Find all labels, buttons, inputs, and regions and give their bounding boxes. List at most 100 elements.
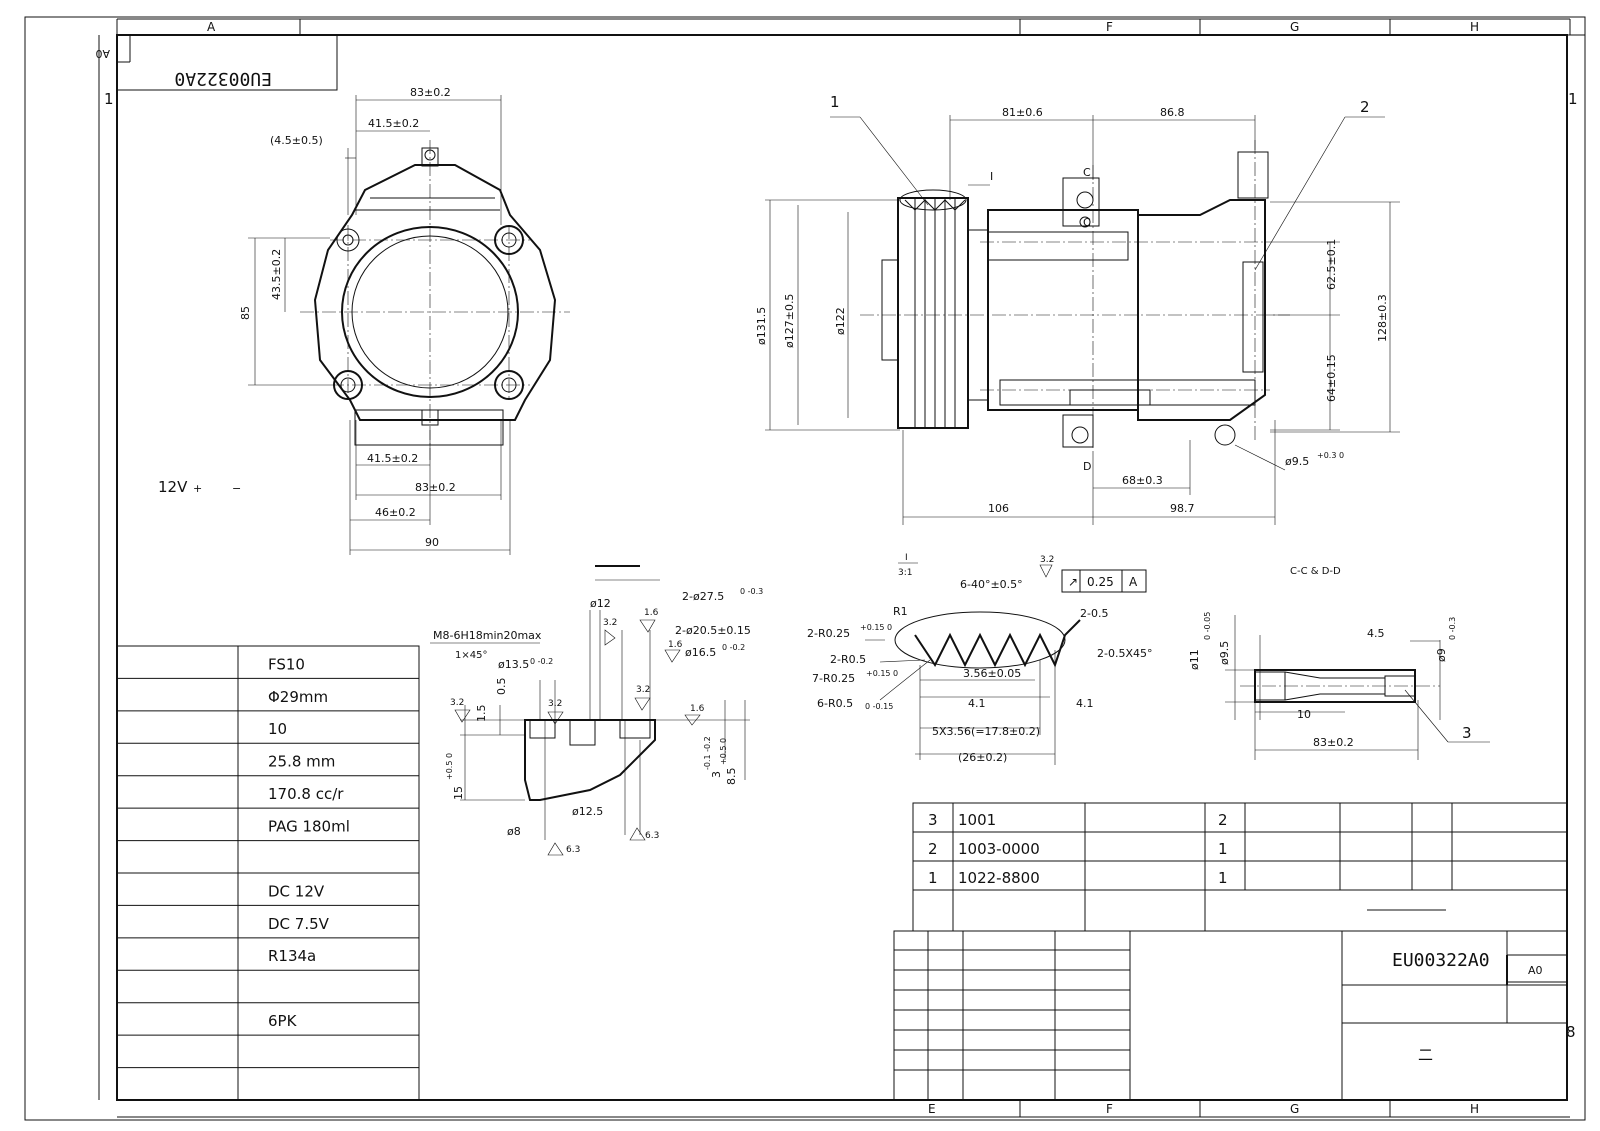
groove-pitch: 3.56±0.05 [963, 667, 1021, 680]
groove-w41a: 4.1 [968, 697, 986, 710]
section-d11: ø11 [1188, 649, 1201, 670]
section-c-bottom: C [1083, 216, 1091, 229]
groove-total: (26±0.2) [958, 751, 1007, 764]
groove-span: 5X3.56(=17.8±0.2) [932, 725, 1040, 738]
spec-value: FS10 [268, 655, 305, 673]
dim-46: 46±0.2 [375, 506, 416, 519]
dim-62: 62.5±0.1 [1325, 239, 1338, 290]
dim-41-top: 41.5±0.2 [368, 117, 419, 130]
groove-angle: 6-40°±0.5° [960, 578, 1023, 591]
part-number: 3 [928, 811, 938, 829]
side-view: 81±0.6 86.8 ø131.5 ø127±0.5 ø122 62.5±0.… [755, 93, 1400, 525]
title-block: EU00322A0 A0 二 [893, 930, 1568, 1101]
part-qty: 1 [1218, 840, 1228, 858]
section-cd: C-C & D-D ø11 0 -0.05 ø9.5 4.5 ø9 0 -0.3… [1188, 566, 1490, 760]
section-d: D [1083, 460, 1091, 473]
mirrored-size-code: A0 [95, 47, 110, 60]
groove-r025a-tol: +0.15 0 [860, 623, 892, 632]
groove-w41b: 4.1 [1076, 697, 1094, 710]
port-chamfer: 1×45° [455, 650, 487, 661]
dim-9-5-tol: +0.3 0 [1317, 451, 1344, 460]
part-code: 1022-8800 [958, 869, 1040, 887]
mirrored-drawing-number: EU00322A0 [174, 68, 272, 89]
groove-scale: 3:1 [898, 568, 912, 578]
port-h15-tol: +0.5 0 [445, 753, 454, 780]
dim-83-top: 83±0.2 [410, 86, 451, 99]
port-h8: 8.5 [725, 768, 738, 786]
section-w10: 10 [1297, 708, 1311, 721]
dim-81: 81±0.6 [1002, 106, 1043, 119]
section-d9-tol: 0 -0.3 [1448, 617, 1457, 640]
part-qty: 1 [1218, 869, 1228, 887]
port-d13: ø13.5 [498, 658, 529, 671]
port-d12-5: ø12.5 [572, 805, 603, 818]
section-cd-title: C-C & D-D [1290, 566, 1341, 577]
groove-r025b-tol: +0.15 0 [866, 669, 898, 678]
dim-64: 64±0.15 [1325, 354, 1338, 402]
spec-value: 25.8 mm [268, 753, 335, 771]
port-detail: M8-6H18min20max 1×45° ø12 2-ø27.5 0 -0.3… [430, 565, 763, 856]
section-d9-5: ø9.5 [1218, 641, 1231, 665]
spec-value: 6PK [268, 1012, 298, 1030]
groove-title-i: I [905, 553, 908, 563]
dim-106: 106 [988, 502, 1009, 515]
groove-r05: 2-R0.5 [830, 653, 866, 666]
zone-col-e-bottom: E [928, 1102, 936, 1116]
zone-col-f: F [1106, 20, 1113, 34]
zone-col-h: H [1470, 20, 1479, 34]
groove-r05b: 6-R0.5 [817, 697, 853, 710]
rough-3-2-b: 3.2 [450, 698, 464, 708]
spec-value: DC 7.5V [268, 915, 330, 933]
port-d16: ø16.5 [685, 646, 716, 659]
groove-r05b-tol: 0 -0.15 [865, 702, 893, 711]
groove-r1: R1 [893, 605, 908, 618]
groove-roughness: 3.2 [1040, 555, 1054, 565]
groove-runout: 0.25 [1087, 575, 1114, 589]
callout-2: 2 [1360, 98, 1370, 116]
minus-sign: − [232, 482, 241, 495]
part-code: 1003-0000 [958, 840, 1040, 858]
groove-r025a: 2-R0.25 [807, 627, 850, 640]
drawing-number: EU00322A0 [1392, 950, 1490, 971]
dim-127: ø127±0.5 [783, 294, 796, 348]
callout-3: 3 [1462, 724, 1472, 742]
dim-offset: (4.5±0.5) [270, 134, 323, 147]
groove-r025b: 7-R0.25 [812, 672, 855, 685]
port-h8-tol: +0.5 0 [719, 738, 728, 765]
rough-3-2-d: 3.2 [636, 685, 650, 695]
port-h0-5: 0.5 [495, 678, 508, 696]
zone-col-a: A [207, 20, 216, 34]
dim-83-bot: 83±0.2 [415, 481, 456, 494]
sheet-size: A0 [1528, 964, 1543, 977]
port-h1-5: 1.5 [475, 705, 488, 723]
rough-1-6-a: 1.6 [644, 608, 659, 618]
port-thread: M8-6H18min20max [433, 629, 542, 642]
outer-border [24, 16, 1586, 1121]
rough-1-6-b: 1.6 [668, 640, 683, 650]
port-d16-tol: 0 -0.2 [722, 643, 745, 652]
port-d13-tol: 0 -0.2 [530, 657, 553, 666]
zone-row-left: 1 [104, 90, 114, 108]
zone-col-h-bottom: H [1470, 1102, 1479, 1116]
port-h3: 3 [710, 771, 723, 778]
zone-col-g: G [1290, 20, 1299, 34]
rough-6-3-b: 6.3 [645, 831, 659, 841]
port-h3-tol: -0.1 -0.2 [703, 736, 712, 770]
port-d8: ø8 [507, 825, 521, 838]
spec-value: 10 [268, 720, 287, 738]
spec-value: R134a [268, 947, 316, 965]
section-d11-tol: 0 -0.05 [1203, 612, 1212, 640]
dim-128: 128±0.3 [1376, 294, 1389, 342]
rough-1-6-c: 1.6 [690, 704, 705, 714]
port-d27-tol: 0 -0.3 [740, 587, 763, 596]
part-number: 1 [928, 869, 938, 887]
section-w83: 83±0.2 [1313, 736, 1354, 749]
runout-symbol: ↗ [1068, 575, 1078, 589]
spec-value: PAG 180ml [268, 817, 350, 835]
detail-mark-i: I [990, 170, 993, 183]
spec-value: DC 12V [268, 882, 325, 900]
port-d12: ø12 [590, 597, 611, 610]
